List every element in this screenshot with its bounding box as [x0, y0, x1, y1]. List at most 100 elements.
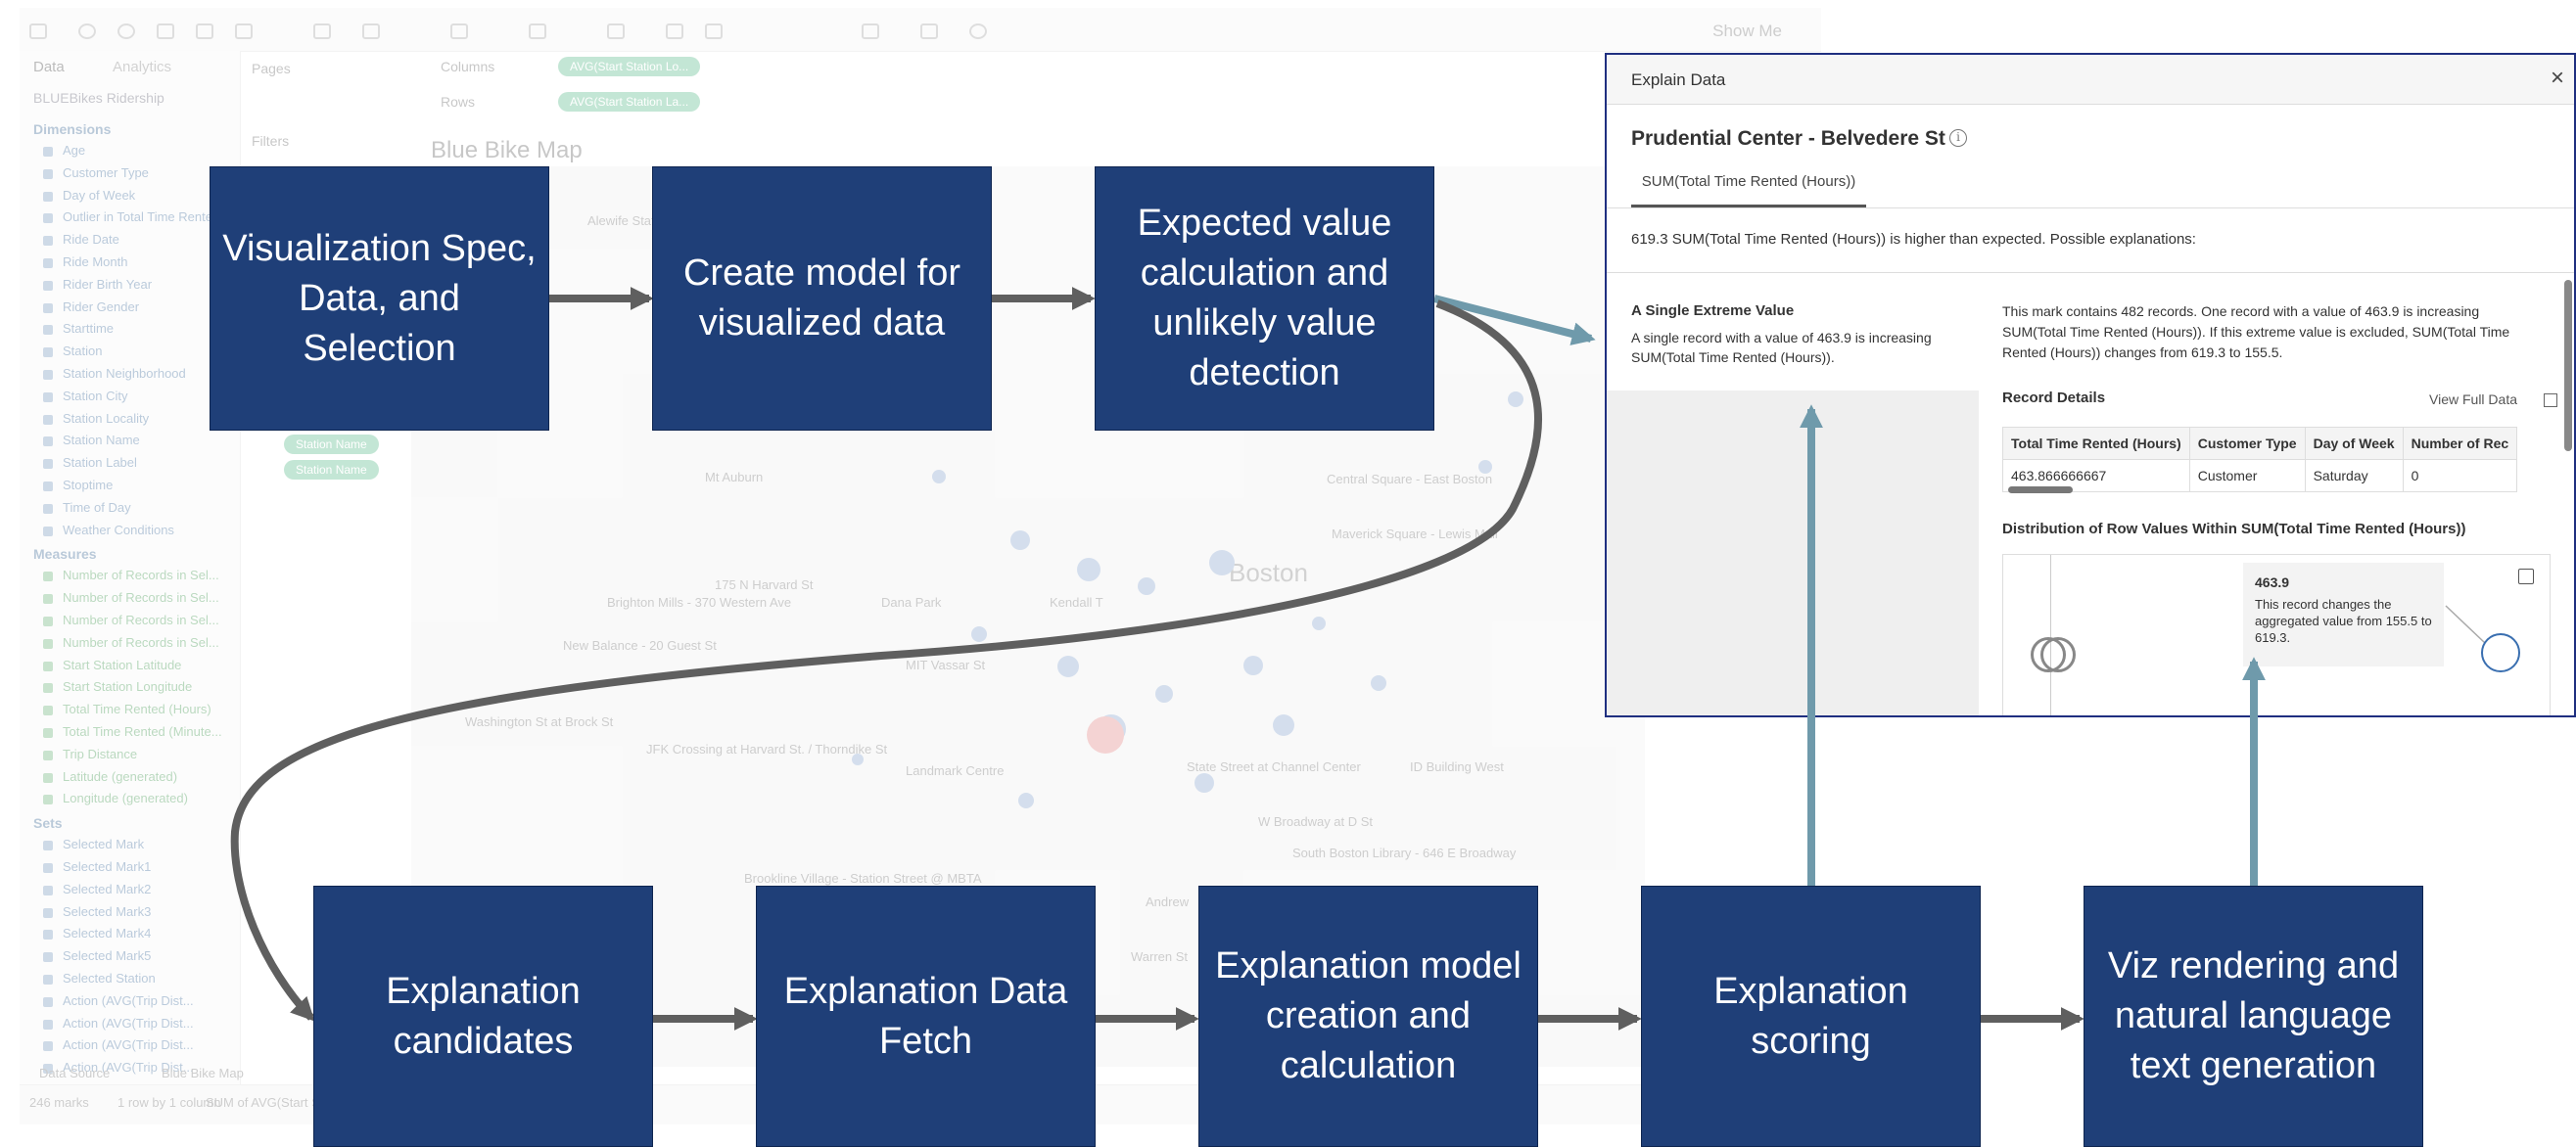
map-mark[interactable]	[1312, 617, 1326, 630]
map-mark[interactable]	[1155, 685, 1173, 703]
new-worksheet-icon[interactable]	[313, 23, 331, 39]
field-item[interactable]: Selected Station	[63, 971, 156, 986]
map-mark[interactable]	[1508, 391, 1523, 407]
map-mark[interactable]	[932, 470, 946, 483]
field-item[interactable]: Station Name	[63, 433, 140, 448]
field-item[interactable]: Selected Mark5	[63, 948, 152, 964]
duplicate-sheet-icon[interactable]	[362, 23, 380, 39]
marks-pill[interactable]: Station Name	[284, 460, 379, 480]
value-cluster-mark[interactable]	[2040, 637, 2076, 672]
data-source-name[interactable]: BLUEBikes Ridership	[33, 90, 164, 106]
highlight-icon[interactable]	[607, 23, 625, 39]
selected-map-mark[interactable]	[1087, 716, 1124, 754]
map-mark[interactable]	[1273, 714, 1294, 736]
field-item[interactable]: Rider Birth Year	[63, 276, 153, 292]
field-item[interactable]: Outlier in Total Time Rented	[63, 209, 220, 225]
field-item[interactable]: Selected Mark2	[63, 881, 152, 896]
horizontal-scrollbar[interactable]	[2008, 486, 2073, 493]
map-mark[interactable]	[1371, 675, 1386, 691]
field-item[interactable]: Trip Distance	[63, 746, 138, 761]
map-mark[interactable]	[1138, 577, 1155, 595]
map-mark[interactable]	[1057, 656, 1079, 677]
field-item[interactable]: Station Label	[63, 455, 137, 471]
field-item[interactable]: Start Station Latitude	[63, 657, 182, 672]
save-icon[interactable]	[157, 23, 174, 39]
field-item[interactable]: Longitude (generated)	[63, 791, 188, 806]
tab-measure[interactable]: SUM(Total Time Rented (Hours))	[1631, 167, 1866, 208]
field-item[interactable]: Number of Records in Sel...	[63, 634, 219, 650]
map-mark[interactable]	[1077, 558, 1101, 581]
field-item[interactable]: Selected Mark	[63, 837, 145, 852]
field-item[interactable]: Total Time Rented (Hours)	[63, 702, 211, 717]
field-item[interactable]: Selected Mark1	[63, 859, 152, 874]
column-header[interactable]: Number of Rec	[2402, 427, 2518, 460]
field-item[interactable]: Number of Records in Sel...	[63, 590, 219, 606]
info-icon[interactable]: i	[1949, 129, 1967, 147]
field-item[interactable]: Action (AVG(Trip Dist...	[63, 992, 194, 1008]
pause-updates-icon[interactable]	[235, 23, 253, 39]
field-item[interactable]: Number of Records in Sel...	[63, 568, 219, 583]
field-item[interactable]: Stoptime	[63, 478, 114, 492]
field-item[interactable]: Customer Type	[63, 164, 149, 180]
rows-pill[interactable]: AVG(Start Station La...	[558, 92, 701, 112]
close-icon[interactable]: ×	[2550, 65, 2564, 91]
undo-icon[interactable]	[78, 23, 96, 39]
map-mark[interactable]	[1010, 530, 1030, 550]
edit-icon[interactable]	[2518, 569, 2534, 584]
data-source-tab[interactable]: Data Source	[39, 1066, 111, 1080]
field-type-icon	[43, 594, 53, 605]
field-item[interactable]: Ride Date	[63, 232, 119, 248]
field-item[interactable]: Station	[63, 344, 103, 359]
field-item[interactable]: Time of Day	[63, 499, 131, 515]
field-item[interactable]: Rider Gender	[63, 298, 140, 314]
field-item[interactable]: Age	[63, 143, 86, 158]
map-mark[interactable]	[1243, 656, 1263, 675]
view-full-data-link[interactable]: View Full Data	[2429, 391, 2518, 407]
field-item[interactable]: Latitude (generated)	[63, 768, 178, 784]
marks-pill[interactable]: Station Name	[284, 435, 379, 454]
tab-analytics[interactable]: Analytics	[113, 59, 172, 75]
map-mark[interactable]	[971, 626, 987, 642]
map-mark[interactable]	[1018, 793, 1034, 808]
field-item[interactable]: Day of Week	[63, 187, 136, 203]
explanation-item[interactable]: A Single Extreme Value A single record w…	[1607, 273, 1979, 390]
columns-pill[interactable]: AVG(Start Station Lo...	[558, 57, 701, 76]
map-mark[interactable]	[1209, 550, 1235, 575]
redo-icon[interactable]	[117, 23, 135, 39]
field-item[interactable]: Station Locality	[63, 410, 150, 426]
field-item[interactable]: Total Time Rented (Minute...	[63, 724, 222, 739]
swap-icon[interactable]	[450, 23, 468, 39]
presentation-icon[interactable]	[920, 23, 938, 39]
field-item[interactable]: Station Neighborhood	[63, 366, 186, 381]
column-header[interactable]: Day of Week	[2304, 427, 2404, 460]
field-item[interactable]: Action (AVG(Trip Dist...	[63, 1015, 194, 1031]
field-item[interactable]: Weather Conditions	[63, 522, 174, 537]
map-mark[interactable]	[852, 754, 864, 765]
map-mark[interactable]	[1194, 773, 1214, 793]
field-item[interactable]: Station City	[63, 388, 128, 403]
vertical-scrollbar[interactable]	[2564, 280, 2572, 451]
field-item[interactable]: Action (AVG(Trip Dist...	[63, 1060, 194, 1076]
share-icon[interactable]	[969, 23, 987, 39]
fit-icon[interactable]	[705, 23, 723, 39]
sort-icon[interactable]	[529, 23, 546, 39]
column-header[interactable]: Customer Type	[2188, 427, 2306, 460]
new-datasource-icon[interactable]	[196, 23, 213, 39]
table-icon[interactable]	[2544, 393, 2557, 407]
field-item[interactable]: Number of Records in Sel...	[63, 613, 219, 627]
field-item[interactable]: Starttime	[63, 321, 115, 337]
field-item[interactable]: Ride Month	[63, 254, 128, 269]
outlier-mark[interactable]	[2481, 633, 2520, 672]
tab-data[interactable]: Data	[33, 59, 65, 75]
field-item[interactable]: Selected Mark3	[63, 903, 152, 919]
field-item[interactable]: Action (AVG(Trip Dist...	[63, 1082, 194, 1097]
column-header[interactable]: Total Time Rented (Hours)	[2002, 427, 2190, 460]
field-item[interactable]: Action (AVG(Trip Dist...	[63, 1037, 194, 1053]
map-mark[interactable]	[1478, 460, 1492, 474]
field-item[interactable]: Selected Mark4	[63, 926, 152, 941]
field-item[interactable]: Start Station Longitude	[63, 679, 193, 695]
fix-axes-icon[interactable]	[862, 23, 879, 39]
sheet-tab[interactable]: Blue Bike Map	[162, 1066, 244, 1080]
group-icon[interactable]	[666, 23, 683, 39]
show-me-button[interactable]: Show Me	[1712, 22, 1782, 40]
